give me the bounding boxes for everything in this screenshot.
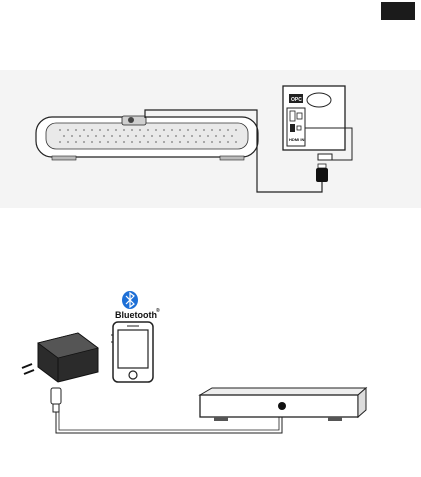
subwoofer-illustration — [200, 388, 366, 421]
tv-opc-label: OPC — [291, 97, 302, 103]
smartphone-illustration — [111, 322, 153, 382]
bluetooth-icon — [122, 291, 138, 309]
language-badge — [381, 2, 415, 20]
soundbar-illustration — [36, 116, 258, 160]
bluetooth-label: Bluetooth — [115, 310, 157, 320]
optical-plug-illustration — [316, 164, 328, 182]
tv-rear-panel-illustration: OPC HDMI IN — [283, 86, 352, 160]
bluetooth-power-diagram: Bluetooth ® — [0, 290, 421, 450]
optical-diagram-svg: OPC HDMI IN — [0, 70, 421, 208]
bluetooth-diagram-svg: Bluetooth ® — [0, 290, 421, 450]
registered-mark: ® — [156, 307, 160, 314]
tv-hdmi-label: HDMI IN — [289, 137, 304, 142]
power-adapter-illustration — [22, 333, 98, 382]
optical-connection-diagram: OPC HDMI IN — [0, 70, 421, 208]
